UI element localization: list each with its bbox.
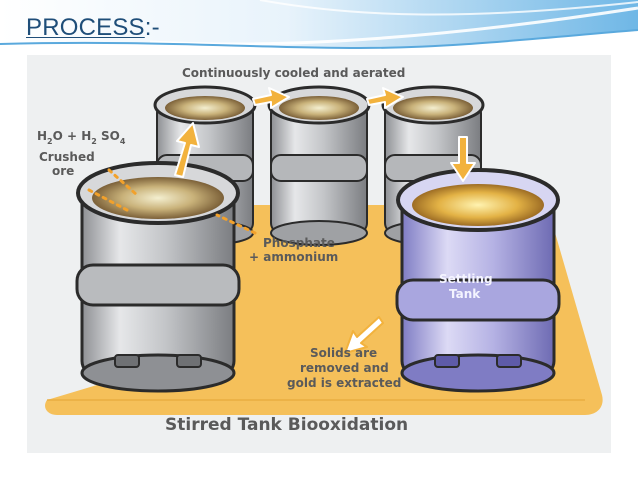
slide-title-suffix: :- — [145, 14, 160, 41]
slide-title-text: PROCESS — [26, 14, 145, 41]
solids-label-1: Solids are — [310, 346, 377, 360]
phosphate-label-2: + ammonium — [249, 250, 338, 264]
solids-label-2: removed and — [300, 361, 389, 375]
settling-tank-label-1: Settling — [439, 272, 493, 286]
crushed-ore-label-2: ore — [52, 164, 74, 178]
reactor-tank-front — [77, 163, 239, 391]
input-chem-1: H — [37, 129, 47, 143]
phosphate-label-1: Phosphate — [263, 236, 335, 250]
settling-tank-label-2: Tank — [449, 287, 481, 301]
solids-label-3: gold is extracted — [287, 376, 401, 390]
input-chem-3-sub: 4 — [120, 137, 126, 146]
input-chem-3: SO — [97, 129, 120, 143]
top-label: Continuously cooled and aerated — [182, 66, 405, 80]
reactor-tank-back-2 — [269, 87, 369, 245]
biooxidation-diagram: Continuously cooled and aerated H2O + H2… — [27, 55, 611, 453]
diagram-footer-title: Stirred Tank Biooxidation — [165, 415, 408, 435]
input-chem-2: O + H — [53, 129, 92, 143]
crushed-ore-label-1: Crushed — [39, 150, 95, 164]
slide-title: PROCESS:- — [26, 14, 160, 42]
